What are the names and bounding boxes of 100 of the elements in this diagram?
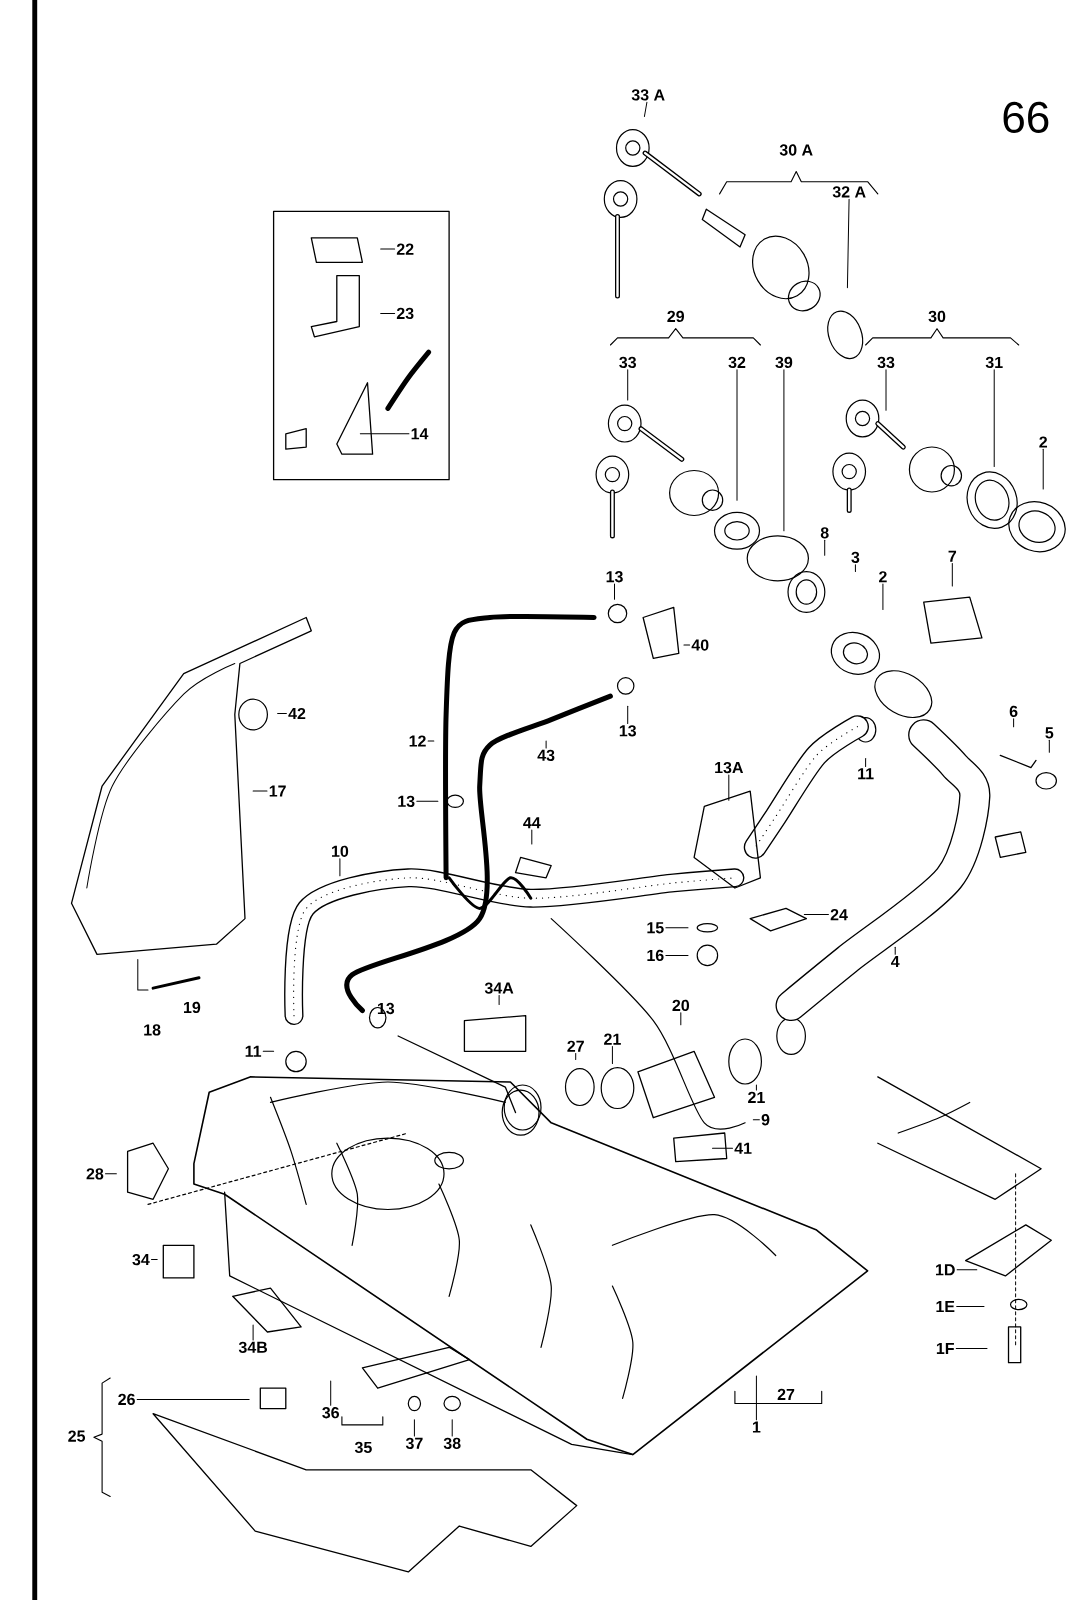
leader-line <box>712 1147 733 1149</box>
callout-number: 13A <box>715 761 744 774</box>
leader-line <box>783 369 785 532</box>
leader-line <box>755 1375 757 1421</box>
callout-number: 25 <box>68 1430 86 1442</box>
callout-number: 34A <box>484 982 514 994</box>
callout-number: 36 <box>322 1407 339 1419</box>
leader-line <box>545 740 547 749</box>
leader-line <box>882 583 884 610</box>
leader-line <box>611 1045 613 1065</box>
leader-line <box>665 927 689 929</box>
callout-number: 41 <box>734 1142 752 1154</box>
leader-line <box>1042 448 1044 490</box>
leader-line <box>105 1173 117 1175</box>
leader-line <box>854 564 856 573</box>
callout-number: 40 <box>691 639 709 651</box>
leader-line <box>755 1084 757 1091</box>
callout-number: 8 <box>820 527 829 539</box>
callout-number: 37 <box>405 1437 423 1449</box>
leader-line <box>680 1012 682 1026</box>
callout-number: 42 <box>288 707 306 720</box>
callout-number: 34B <box>238 1341 268 1353</box>
callout-number: 38 <box>443 1437 461 1449</box>
callout-number: 39 <box>775 356 793 369</box>
callout-number: 2 <box>1039 436 1047 448</box>
leader-line <box>683 644 691 646</box>
callout-number: 24 <box>830 909 848 921</box>
callout-number: 33 <box>619 356 636 369</box>
callout-number: 9 <box>761 1114 770 1126</box>
page-number: 66 <box>1003 101 1049 133</box>
leader-line <box>956 1269 978 1271</box>
leader-line <box>955 1347 988 1349</box>
leader-line <box>865 757 867 767</box>
callout-number: 12 <box>409 735 426 747</box>
leader-line <box>451 1419 453 1437</box>
callout-number: 18 <box>144 1024 161 1036</box>
callout-number: 6 <box>1009 705 1018 718</box>
callout-number: 13 <box>619 725 636 737</box>
callout-number: 1 <box>752 1421 761 1433</box>
leader-line <box>627 705 629 724</box>
callout-number: 35 <box>354 1441 372 1454</box>
callout-number: 15 <box>647 922 664 934</box>
callout-number: 3 <box>851 551 860 563</box>
callout-number: 10 <box>332 845 349 857</box>
callout-number: 30 <box>928 310 946 323</box>
callout-number: 1D <box>936 1264 955 1276</box>
leader-line <box>575 1053 577 1060</box>
callout-number: 11 <box>858 768 874 780</box>
leader-line <box>359 433 410 435</box>
callout-number: 27 <box>777 1388 795 1400</box>
callout-number: 32 <box>728 356 746 369</box>
leader-line <box>643 101 648 117</box>
leader-line <box>252 1324 254 1341</box>
callout-number: 27 <box>567 1040 584 1052</box>
leader-line <box>803 914 829 916</box>
callout-number: 13 <box>398 795 415 807</box>
leader-line <box>1013 718 1015 728</box>
callout-number: 23 <box>396 307 414 320</box>
callout-number: 17 <box>269 785 286 797</box>
leader-line <box>330 1380 332 1406</box>
callout-number: 20 <box>672 999 690 1012</box>
callout-number: 19 <box>184 1001 201 1014</box>
leader-line <box>627 369 629 401</box>
leader-line <box>531 829 533 845</box>
callout-number: 1F <box>936 1342 954 1354</box>
leader-line <box>416 800 439 802</box>
callout-number: 13 <box>377 1002 395 1015</box>
leader-line <box>951 563 953 587</box>
leader-line <box>993 369 995 467</box>
callout-number: 26 <box>118 1393 135 1406</box>
callout-number: 34 <box>132 1253 150 1266</box>
leader-line <box>846 198 850 289</box>
leader-line <box>728 774 730 801</box>
leader-line <box>885 369 887 411</box>
callout-number: 33 A <box>631 89 665 101</box>
callout-number: 22 <box>396 243 414 255</box>
leader-line <box>339 858 341 877</box>
callout-number: 29 <box>667 310 684 323</box>
leader-line <box>262 1050 275 1052</box>
callout-number: 30 A <box>779 144 813 156</box>
callout-number: 14 <box>411 428 429 440</box>
callout-number: 5 <box>1045 727 1054 739</box>
callout-number: 16 <box>647 949 664 962</box>
leader-line <box>277 713 287 714</box>
leader-line <box>1048 739 1050 753</box>
leader-line <box>956 1306 985 1307</box>
callout-number: 44 <box>523 817 541 829</box>
callout-number: 13 <box>606 571 623 583</box>
callout-number: 21 <box>748 1091 765 1103</box>
callout-number: 33 <box>877 356 895 369</box>
leader-line <box>252 790 268 792</box>
leader-line <box>665 954 689 956</box>
callout-number: 31 <box>985 356 1003 369</box>
callout-number: 32 A <box>832 186 866 198</box>
leader-line <box>151 1259 158 1261</box>
callout-number: 4 <box>891 956 900 967</box>
leader-line <box>498 995 500 1005</box>
callout-number: 1E <box>936 1301 955 1312</box>
callout-number: 28 <box>86 1168 104 1180</box>
leader-line <box>614 583 615 600</box>
